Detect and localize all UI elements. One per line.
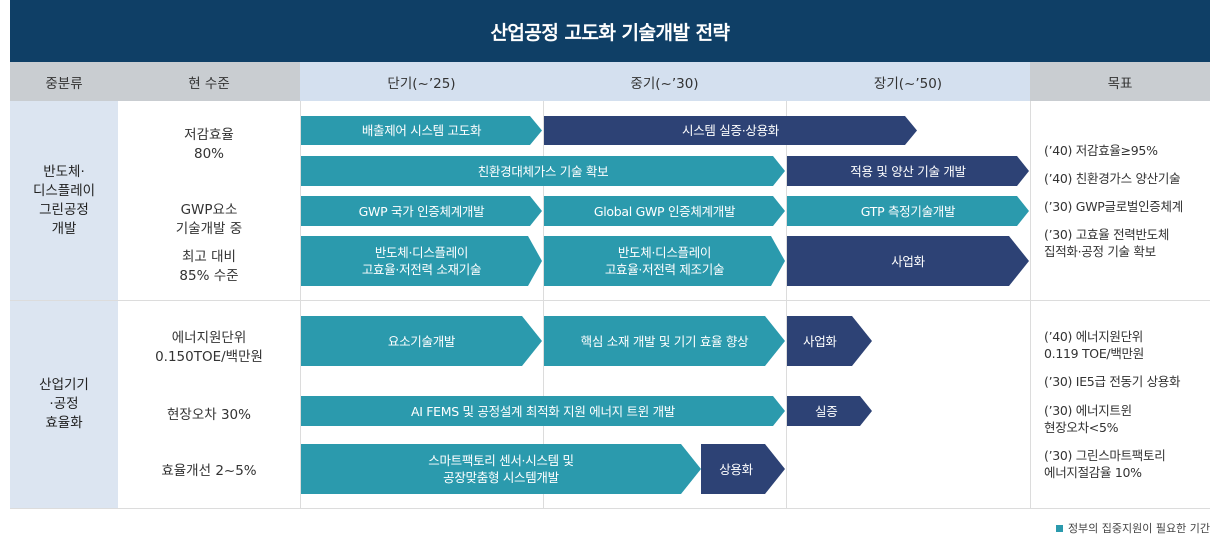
- goal-eco-gas: (’40) 친환경가스 양산기술: [1044, 171, 1181, 186]
- task-arrow-ai-fems: AI FEMS 및 공정설계 최적화 지원 에너지 트윈 개발: [301, 396, 785, 426]
- goal-ie5-motor: (’30) IE5급 전동기 상용화: [1044, 374, 1181, 389]
- goal-gwp-certification: (’30) GWP글로벌인증체계: [1044, 199, 1183, 214]
- task-arrow-gwp-global: Global GWP 인증체계개발: [544, 196, 785, 226]
- current-level-reduction: 저감효율 80%: [184, 127, 234, 162]
- goal-smart-factory: (’30) 그린스마트팩토리 에너지절감율 10%: [1044, 448, 1166, 480]
- goal-power-semiconductor: (’30) 고효율 전력반도체 집적화·공정 기술 확보: [1044, 227, 1170, 259]
- current-level-gwp: GWP요소 기술개발 중: [175, 202, 243, 237]
- current-level-energy-intensity: 에너지원단위 0.150TOE/백만원: [155, 330, 263, 365]
- legend-label: 정부의 집중지원이 필요한 기간: [1067, 522, 1210, 535]
- task-arrow-commercialization-industry: 사업화: [787, 316, 872, 366]
- table-bottom-border: [10, 508, 1210, 509]
- task-arrow-emission-control: 배출제어 시스템 고도화: [301, 116, 542, 145]
- current-level-efficiency: 최고 대비 85% 수준: [179, 249, 239, 284]
- task-arrow-manufacturing-tech: 반도체·디스플레이 고효율·저전력 제조기술: [544, 236, 785, 286]
- goal-energy-twin: (’30) 에너지트윈 현장오차<5%: [1044, 403, 1132, 435]
- task-arrow-system-demo: 시스템 실증·상용화: [544, 116, 917, 145]
- task-arrow-gwp-national: GWP 국가 인증체계개발: [301, 196, 542, 226]
- header-short-term: 단기(~’25): [300, 62, 543, 101]
- header-current: 현 수준: [118, 62, 300, 101]
- task-arrow-material-tech: 반도체·디스플레이 고효율·저전력 소재기술: [301, 236, 542, 286]
- task-arrow-smart-factory: 스마트팩토리 센서·시스템 및 공장맞춤형 시스템개발: [301, 444, 701, 494]
- header-mid-term: 중기(~’30): [543, 62, 786, 101]
- header-goal: 목표: [1030, 62, 1210, 101]
- page-title: 산업공정 고도화 기술개발 전략: [10, 0, 1210, 62]
- row-divider: [10, 300, 1210, 301]
- grid-line: [1030, 101, 1031, 509]
- task-arrow-eco-gas: 친환경대체가스 기술 확보: [301, 156, 785, 186]
- goal-reduction-efficiency: (’40) 저감효율≥95%: [1044, 143, 1158, 158]
- task-arrow-demonstration: 실증: [787, 396, 872, 426]
- grid-line: [300, 101, 301, 509]
- header-category: 중분류: [10, 62, 118, 101]
- task-arrow-mass-production: 적용 및 양산 기술 개발: [787, 156, 1029, 186]
- goal-energy-intensity: (’40) 에너지원단위 0.119 TOE/백만원: [1044, 329, 1144, 361]
- current-level-field-error: 현장오차 30%: [167, 407, 251, 423]
- legend-swatch-icon: [1055, 524, 1063, 532]
- task-arrow-commercial-launch: 상용화: [701, 444, 785, 494]
- grid-line: [543, 101, 544, 509]
- current-level-efficiency-gain: 효율개선 2~5%: [161, 463, 257, 479]
- task-arrow-gtp: GTP 측정기술개발: [787, 196, 1029, 226]
- category-semiconductor: 반도체· 디스플레이 그린공정 개발: [10, 101, 118, 300]
- category-industrial-equipment: 산업기기 ·공정 효율화: [10, 301, 118, 508]
- header-long-term: 장기(~’50): [786, 62, 1030, 101]
- grid-line: [786, 101, 787, 509]
- task-arrow-element-tech: 요소기술개발: [301, 316, 542, 366]
- task-arrow-commercialization: 사업화: [787, 236, 1029, 286]
- legend: 정부의 집중지원이 필요한 기간: [1055, 520, 1210, 536]
- task-arrow-core-material: 핵심 소재 개발 및 기기 효율 향상: [544, 316, 785, 366]
